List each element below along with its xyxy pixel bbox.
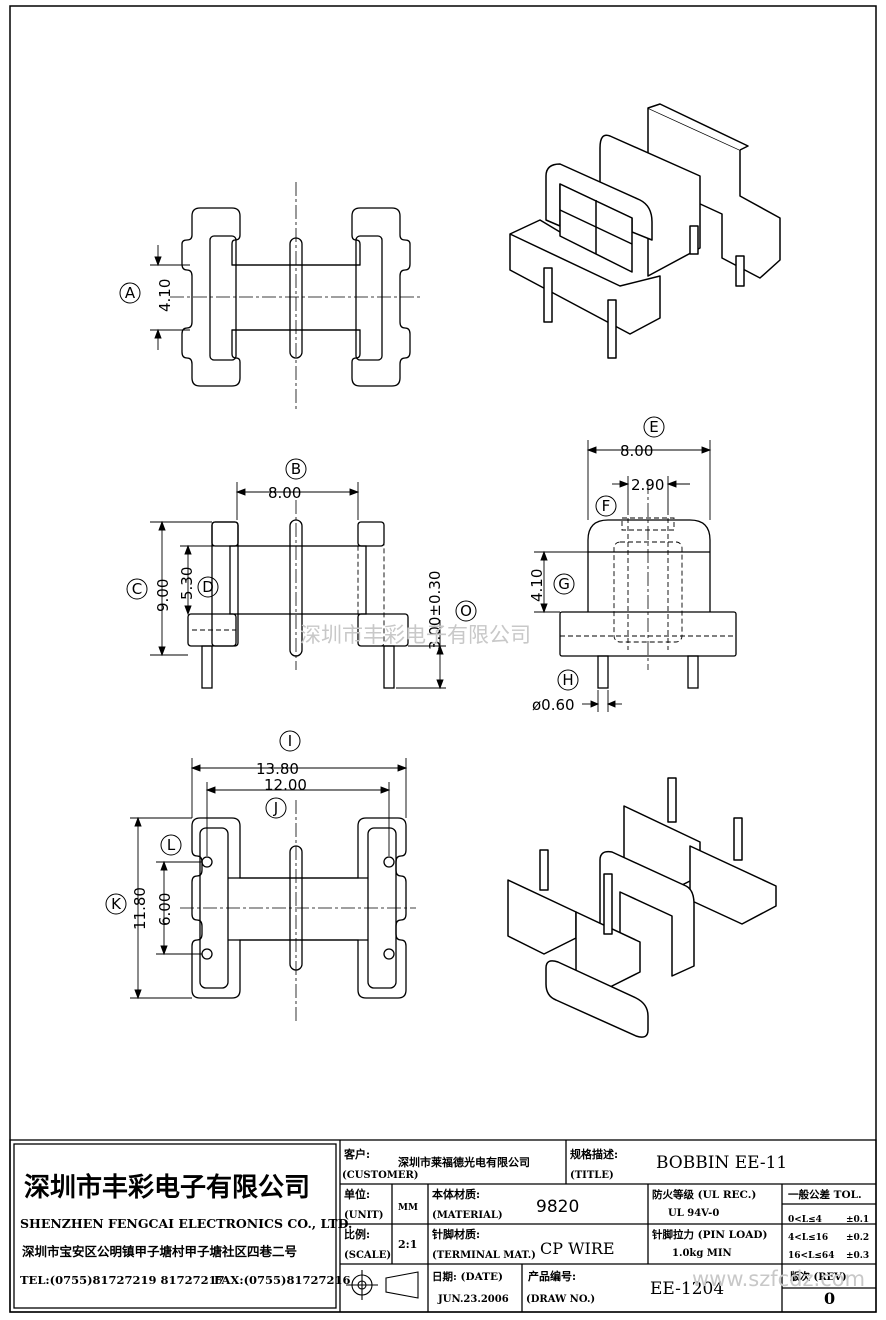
unit-label-en: (UNIT) [344, 1210, 383, 1221]
watermark-center: 深圳市丰彩电子有限公司 [300, 623, 531, 647]
label-e: E [649, 418, 658, 436]
isometric-view-bottom [507, 777, 777, 1038]
label-l: L [167, 836, 176, 854]
tol-value-1: ±0.2 [846, 1233, 869, 1243]
label-g: G [558, 575, 570, 593]
drawno-value: EE-1204 [650, 1279, 724, 1299]
dim-f-value: 2.90 [631, 476, 664, 494]
scale-label-en: (SCALE) [344, 1250, 391, 1261]
drawno-label-en: (DRAW NO.) [526, 1294, 595, 1305]
customer-label-en: (CUSTOMER) [342, 1170, 419, 1181]
label-a: A [125, 284, 136, 302]
title-value: BOBBIN EE-11 [656, 1153, 787, 1173]
ul-value: UL 94V-0 [668, 1208, 719, 1219]
material-value: 9820 [536, 1197, 579, 1217]
dim-i-value: 13.80 [256, 760, 299, 778]
dim-i2-value: 12.00 [264, 776, 307, 794]
dim-b-value: 8.00 [268, 484, 301, 502]
watermark-corner: www.szfcdz.com [692, 1267, 865, 1291]
pin-load-value: 1.0kg MIN [672, 1248, 732, 1259]
dim-a [150, 245, 190, 350]
date-value: JUN.23.2006 [437, 1294, 509, 1305]
company-fax: FAX:(0755)81727216 [214, 1273, 350, 1287]
side-view [559, 519, 737, 689]
isometric-view-top [509, 103, 781, 359]
label-d: D [202, 578, 214, 596]
dim-c-value: 9.00 [154, 579, 172, 612]
material-label: 本体材质: [432, 1187, 480, 1201]
customer-label: 客户: [343, 1147, 370, 1161]
dim-o-value: 3.00±0.30 [426, 571, 444, 650]
dim-k-value: 11.80 [131, 887, 149, 930]
label-o: O [460, 602, 472, 620]
title-block [9, 1139, 877, 1313]
ul-label: 防火等级 (UL REC.) [652, 1188, 756, 1201]
dim-a-value: 4.10 [156, 279, 174, 312]
title-label: 规格描述: [570, 1147, 618, 1161]
tol-range-2: 16<L≤64 [788, 1251, 834, 1261]
scale-label: 比例: [344, 1227, 370, 1241]
drawno-label: 产品编号: [528, 1269, 576, 1283]
customer-value: 深圳市莱福德光电有限公司 [398, 1155, 530, 1169]
projection-symbol-icon [346, 1270, 419, 1300]
unit-value: MM [398, 1203, 418, 1213]
label-j: J [273, 799, 278, 817]
scale-value: 2:1 [398, 1238, 417, 1251]
front-view [187, 519, 409, 689]
label-k: K [111, 895, 122, 913]
dim-l-value: 6.00 [156, 893, 174, 926]
label-i: I [288, 732, 292, 750]
company-tel: TEL:(0755)81727219 81727217 [20, 1273, 225, 1287]
tol-range-1: 4<L≤16 [788, 1233, 828, 1243]
label-f: F [602, 497, 611, 515]
company-name-cn: 深圳市丰彩电子有限公司 [24, 1172, 310, 1203]
tol-label: 一般公差 TOL. [788, 1188, 862, 1201]
material-label-en: (MATERIAL) [432, 1210, 503, 1221]
label-h: H [562, 671, 573, 689]
terminal-label: 针脚材质: [432, 1227, 480, 1241]
rev-label: 版次 (REV) [790, 1270, 847, 1283]
dim-h-value: ø0.60 [532, 696, 575, 714]
company-address: 深圳市宝安区公明镇甲子塘村甲子塘社区四巷二号 [22, 1244, 297, 1259]
tol-range-0: 0<L≤4 [788, 1215, 822, 1225]
dim-d-value: 5.30 [178, 567, 196, 600]
tol-value-0: ±0.1 [846, 1215, 869, 1225]
terminal-value: CP WIRE [540, 1239, 615, 1258]
unit-label: 单位: [344, 1187, 370, 1201]
rev-value: 0 [824, 1289, 835, 1308]
title-label-en: (TITLE) [570, 1170, 614, 1181]
label-b: B [291, 460, 301, 478]
tol-value-2: ±0.3 [846, 1251, 869, 1261]
label-c: C [132, 580, 142, 598]
pin-load-label: 针脚拉力 (PIN LOAD) [651, 1228, 767, 1241]
dim-e-value: 8.00 [620, 442, 653, 460]
company-name-en: SHENZHEN FENGCAI ELECTRONICS CO., LTD. [20, 1216, 352, 1231]
dim-g-value: 4.10 [528, 569, 546, 602]
date-label: 日期: (DATE) [432, 1270, 503, 1283]
terminal-label-en: (TERMINAL MAT.) [432, 1250, 536, 1261]
